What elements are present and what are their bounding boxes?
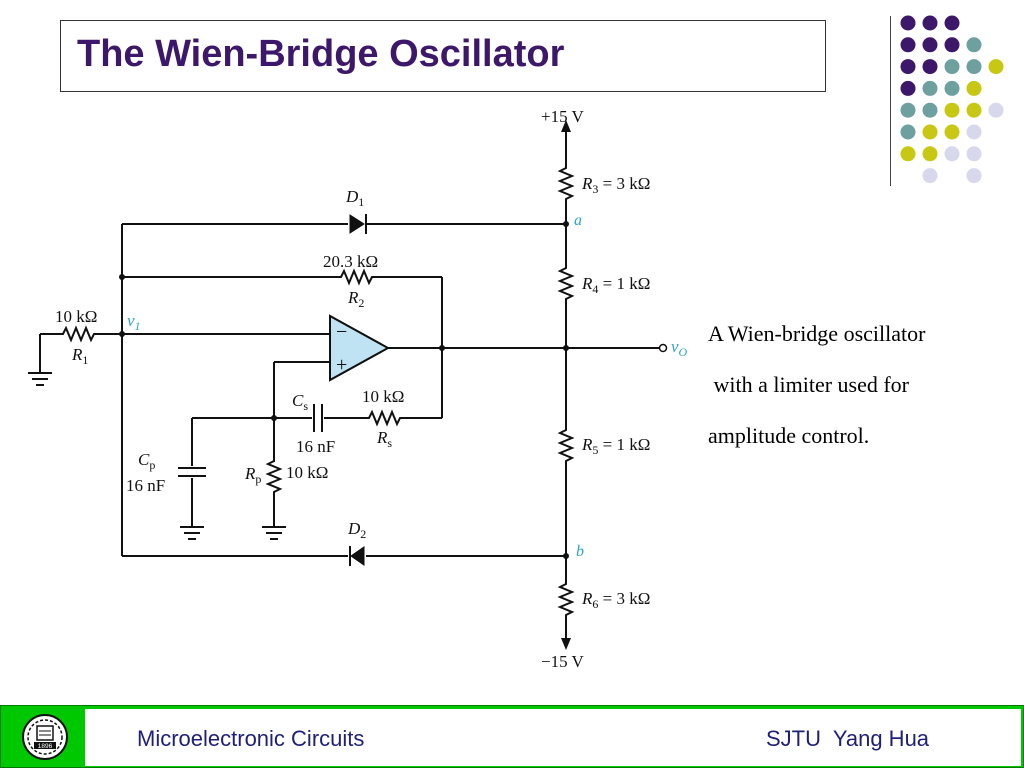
node-v1-label: v1 [127,311,141,333]
ground-R1 [28,372,52,386]
ground-Rp [262,526,286,540]
decorative-dot-grid [900,15,1004,184]
caption: A Wien-bridge oscillator with a limiter … [708,308,1008,461]
resistor-R2 [338,268,376,286]
D2-label: D2 [347,519,366,541]
decor-dot [944,59,960,75]
decor-dot [900,59,916,75]
opamp-plus: + [336,354,347,376]
caption-line-2: with a limiter used for [708,372,910,397]
capacitor-Cs [313,404,323,432]
resistor-R1 [60,325,98,343]
decor-dot [900,102,916,118]
decor-dot [966,59,982,75]
R5-label: R5 = 1 kΩ [581,435,650,457]
Rs-value: 10 kΩ [362,387,404,406]
decor-dot [966,80,982,96]
R1-value: 10 kΩ [55,307,97,326]
circuit-diagram: +15 V R3 = 3 kΩ a R4 = 1 kΩ R5 = 1 kΩ b … [28,107,688,671]
decor-dot [944,80,960,96]
resistor-Rp [265,458,283,495]
opamp-minus: − [336,321,347,343]
decor-dot [966,146,982,162]
decor-dot [900,80,916,96]
supply-pos-label: +15 V [541,107,585,126]
decor-dot [900,124,916,140]
decor-dot [966,124,982,140]
decor-dot [944,102,960,118]
logo-box: 1896 [5,709,81,766]
Rs-label: Rs [376,428,392,450]
D1-label: D1 [345,187,364,209]
decor-dot [900,146,916,162]
diode-D1 [349,214,367,234]
R1-label: R1 [71,345,88,367]
slide-title: The Wien-Bridge Oscillator [77,33,565,75]
decor-vertical-line [890,16,891,186]
ground-Cp [180,526,204,540]
supply-neg-arrow [561,638,571,650]
resistor-R6 [557,582,575,618]
caption-line-3: amplitude control. [708,423,870,448]
Cs-value: 16 nF [296,437,335,456]
node-vo-label: vO [671,337,688,359]
footer-panel: Microelectronic Circuits SJTU Yang Hua [85,709,1021,766]
decor-dot [922,37,938,53]
resistor-R3 [557,165,575,202]
supply-pos: +15 V [541,107,585,165]
decor-dot [944,37,960,53]
resistor-Rs [366,409,404,427]
capacitor-Cp [178,467,206,477]
supply-neg-label: −15 V [541,652,585,671]
resistor-R5 [557,428,575,464]
university-logo-icon: 1896 [22,714,68,760]
decor-dot [922,124,938,140]
decor-dot [944,124,960,140]
R6-label: R6 = 3 kΩ [581,589,650,611]
decor-dot [966,102,982,118]
Cp-value: 16 nF [126,476,165,495]
footer-course-title: Microelectronic Circuits [137,726,365,751]
decor-dot [966,168,982,184]
op-amp [329,314,391,382]
decor-dot [944,15,960,31]
R3-label: R3 = 3 kΩ [581,174,650,196]
logo-year: 1896 [38,743,53,750]
decor-dot [922,15,938,31]
Rp-label: Rp [244,464,261,486]
decor-dot [922,80,938,96]
diode-D2 [349,546,365,566]
decor-dot [944,146,960,162]
node-a-label: a [574,212,582,229]
R4-label: R4 = 1 kΩ [581,274,650,296]
decor-dot [988,59,1004,75]
R2-value: 20.3 kΩ [323,252,378,271]
footer-author: SJTU Yang Hua [766,726,930,751]
Rp-value: 10 kΩ [286,463,328,482]
footer-bar: 1896 Microelectronic Circuits SJTU Yang … [0,705,1024,768]
Cs-label: Cs [292,391,308,413]
decor-dot [900,15,916,31]
resistor-R4 [557,266,575,302]
caption-line-1: A Wien-bridge oscillator [708,321,926,346]
decor-dot [988,102,1004,118]
decor-dot [900,37,916,53]
Cp-label: Cp [138,450,155,472]
title-box: The Wien-Bridge Oscillator [60,20,826,92]
decor-dot [966,37,982,53]
node-b-label: b [576,543,584,560]
decor-dot [922,168,938,184]
decor-dot [922,102,938,118]
decor-dot [922,146,938,162]
output-terminal [658,343,668,353]
decor-dot [922,59,938,75]
R2-label: R2 [347,288,364,310]
